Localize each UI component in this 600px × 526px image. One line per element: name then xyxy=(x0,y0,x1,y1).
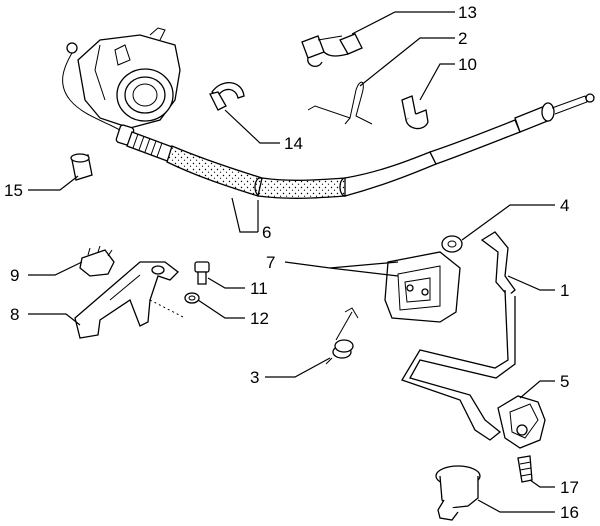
callout-1: 1 xyxy=(560,281,569,300)
part-16-ball-joint xyxy=(435,465,481,521)
callout-7: 7 xyxy=(266,253,275,272)
callout-5: 5 xyxy=(560,372,569,391)
callout-15: 15 xyxy=(4,181,23,200)
part-17-stud xyxy=(517,455,533,483)
part-15-cap xyxy=(70,153,93,181)
callout-9: 9 xyxy=(10,266,19,285)
part-11-bolt xyxy=(194,261,210,285)
callout-6: 6 xyxy=(262,223,271,242)
assembly-dotted-line xyxy=(149,299,186,319)
callout-12: 12 xyxy=(250,309,269,328)
callout-17: 17 xyxy=(560,478,579,497)
part-9-connector xyxy=(79,245,115,277)
callout-8: 8 xyxy=(10,305,19,324)
part-13-clamp xyxy=(301,33,363,68)
callout-2: 2 xyxy=(458,29,467,48)
part-4-grommet xyxy=(441,235,463,253)
callout-11: 11 xyxy=(250,279,268,298)
leader-lines xyxy=(28,11,555,513)
part-14-clip xyxy=(209,82,245,111)
callout-labels: 13 2 10 14 15 6 4 7 1 9 11 8 12 3 5 17 1… xyxy=(4,3,579,522)
callout-4: 4 xyxy=(560,196,569,215)
part-8-bracket xyxy=(74,261,179,339)
part-2-spring-clip xyxy=(307,81,373,125)
part-10-clamp xyxy=(401,95,429,130)
part-7-block xyxy=(384,251,461,323)
throttle-cable-sheath xyxy=(109,93,595,199)
part-12-washer xyxy=(184,292,200,304)
callout-16: 16 xyxy=(560,503,579,522)
callout-3: 3 xyxy=(250,368,259,387)
callout-13: 13 xyxy=(458,3,477,22)
part-3-spring xyxy=(325,307,359,365)
throttle-body xyxy=(62,27,181,129)
part-1-lever-rod xyxy=(401,231,516,441)
callout-10: 10 xyxy=(458,55,477,74)
part-5-pedal-bracket xyxy=(497,395,546,449)
callout-14: 14 xyxy=(284,134,303,153)
